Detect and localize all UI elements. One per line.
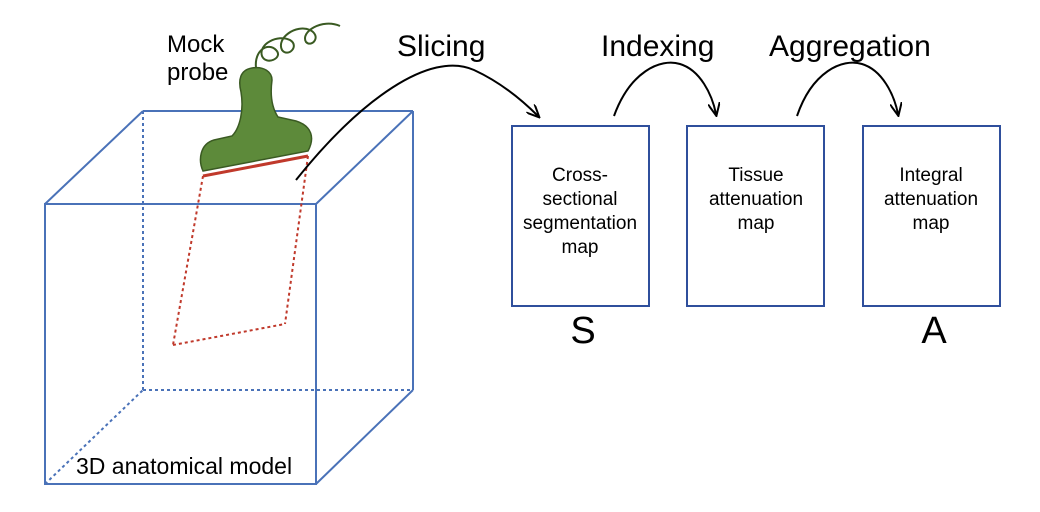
box-segmentation-line4: map	[562, 237, 599, 258]
indexing-label: Indexing	[601, 30, 714, 63]
cube-wireframe	[44, 110, 414, 485]
slicing-arrow	[295, 64, 538, 181]
model-label: 3D anatomical model	[76, 453, 292, 479]
probe-cable	[254, 22, 341, 69]
slice-bottom-edge	[172, 323, 286, 346]
slice-left-edge	[172, 175, 204, 346]
cube-bottom-left-connector	[44, 389, 144, 485]
probe-label-line2: probe	[167, 59, 228, 86]
box-segmentation-map: Cross- sectional segmentation map	[511, 125, 650, 307]
box-segmentation-line3: segmentation	[523, 213, 637, 234]
aggregation-arrow	[796, 61, 898, 116]
symbol-a: A	[921, 310, 947, 352]
box-integral-frame	[862, 125, 1001, 307]
box-integral-line2: attenuation	[884, 189, 978, 210]
box-tissue-frame	[686, 125, 825, 307]
slice-right-edge	[284, 155, 309, 325]
box-integral-attenuation-map: Integral attenuation map	[862, 125, 1001, 307]
indexing-arrow	[613, 61, 716, 116]
box-tissue-line2: attenuation	[709, 189, 803, 210]
slice-top-edge	[202, 154, 309, 178]
box-segmentation-line1: Cross-	[552, 165, 608, 186]
box-integral-line1: Integral	[899, 165, 962, 186]
slice-plane	[172, 154, 309, 346]
cube-top-left-connector	[44, 110, 144, 205]
box-integral-line3: map	[913, 213, 950, 234]
symbol-s: S	[570, 310, 595, 352]
box-tissue-attenuation-map: Tissue attenuation map	[686, 125, 825, 307]
box-tissue-line1: Tissue	[728, 165, 783, 186]
cube-top-right-connector	[315, 110, 414, 205]
mock-probe-icon	[199, 22, 341, 172]
probe-label-line1: Mock	[167, 31, 225, 58]
slicing-label: Slicing	[397, 30, 485, 63]
box-segmentation-line2: sectional	[543, 189, 618, 210]
probe-body	[199, 66, 313, 172]
box-segmentation-frame	[511, 125, 650, 307]
box-tissue-line3: map	[738, 213, 775, 234]
cube-bottom-right-connector	[315, 389, 414, 485]
cube-front-face	[44, 203, 317, 485]
aggregation-label: Aggregation	[769, 30, 931, 63]
